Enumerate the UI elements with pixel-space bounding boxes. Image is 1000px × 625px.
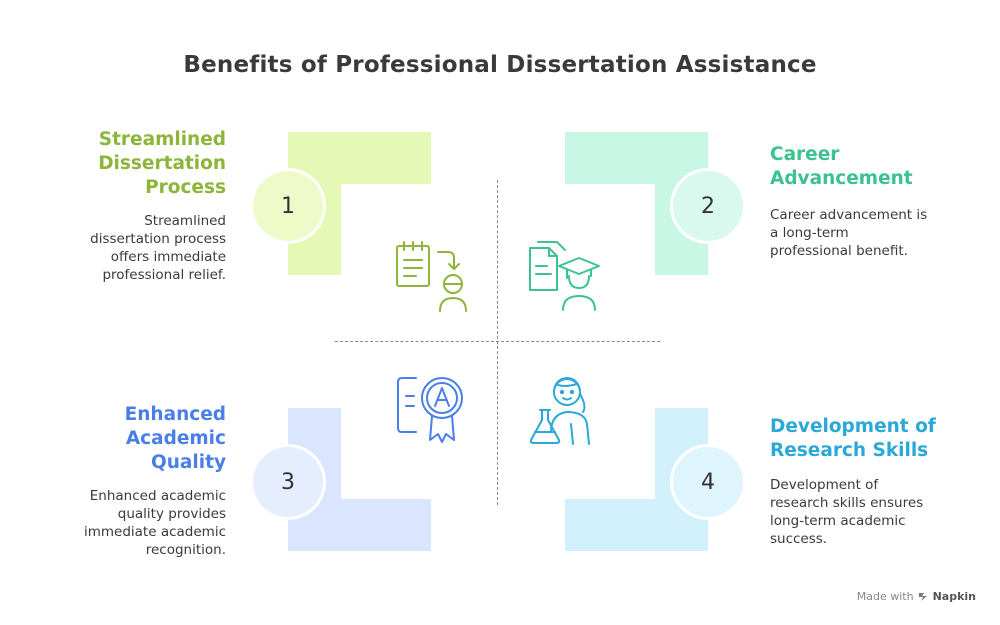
heading-line: Development of [770, 416, 936, 437]
graduate-document-icon [529, 241, 600, 311]
quadrant-shape-2 [565, 132, 708, 275]
heading-research-skills: Development of Research Skills [770, 415, 936, 463]
number-badge-2: 2 [673, 171, 743, 241]
heading-line: Quality [151, 452, 226, 473]
number-badge-4: 4 [673, 447, 743, 517]
quadrant-shape-4 [565, 408, 708, 551]
heading-line: Dissertation [98, 153, 226, 174]
heading-streamlined-process: Streamlined Dissertation Process [98, 128, 226, 200]
description-career-advancement: Career advancement is a long-term profes… [770, 206, 927, 260]
certificate-award-icon [397, 377, 463, 443]
description-line: Career advancement is [770, 207, 928, 223]
horizontal-divider [335, 341, 660, 342]
footer-credit: Made with Napkin [857, 590, 976, 603]
description-line: offers immediate [110, 249, 226, 265]
heading-line: Enhanced [124, 404, 226, 425]
quadrant-shape-1 [288, 132, 431, 275]
vertical-divider [497, 180, 498, 505]
napkin-logo-icon [918, 593, 927, 601]
description-line: professional relief. [102, 267, 226, 283]
heading-line: Career [770, 144, 840, 165]
checklist-download-person-icon [396, 241, 467, 312]
description-line: research skills ensures [770, 495, 924, 511]
number-badge-3: 3 [253, 447, 323, 517]
footer-prefix: Made with [856, 590, 914, 603]
description-line: recognition. [145, 542, 226, 558]
heading-line: Streamlined [98, 129, 226, 150]
heading-line: Research Skills [770, 440, 929, 461]
description-line: Development of [770, 477, 879, 493]
heading-line: Process [145, 177, 226, 198]
quadrant-shape-3 [288, 408, 431, 551]
footer-brand: Napkin [932, 590, 976, 603]
heading-line: Academic [125, 428, 226, 449]
description-line: immediate academic [83, 524, 226, 540]
heading-line: Advancement [770, 168, 913, 189]
description-research-skills: Development of research skills ensures l… [770, 476, 923, 548]
heading-enhanced-quality: Enhanced Academic Quality [125, 403, 226, 475]
description-line: success. [770, 531, 828, 547]
description-line: Streamlined [144, 213, 226, 229]
description-line: quality provides [117, 506, 226, 522]
number-badge-1: 1 [253, 171, 323, 241]
description-streamlined-process: Streamlined dissertation process offers … [90, 212, 226, 284]
description-line: a long-term [770, 225, 849, 241]
description-line: long-term academic [770, 513, 906, 529]
description-line: professional benefit. [770, 243, 908, 259]
description-line: Enhanced academic [89, 488, 226, 504]
page-title: Benefits of Professional Dissertation As… [183, 52, 817, 78]
description-enhanced-quality: Enhanced academic quality provides immed… [84, 487, 226, 559]
scientist-flask-icon [529, 377, 590, 445]
heading-career-advancement: Career Advancement [770, 143, 913, 191]
description-line: dissertation process [90, 231, 226, 247]
